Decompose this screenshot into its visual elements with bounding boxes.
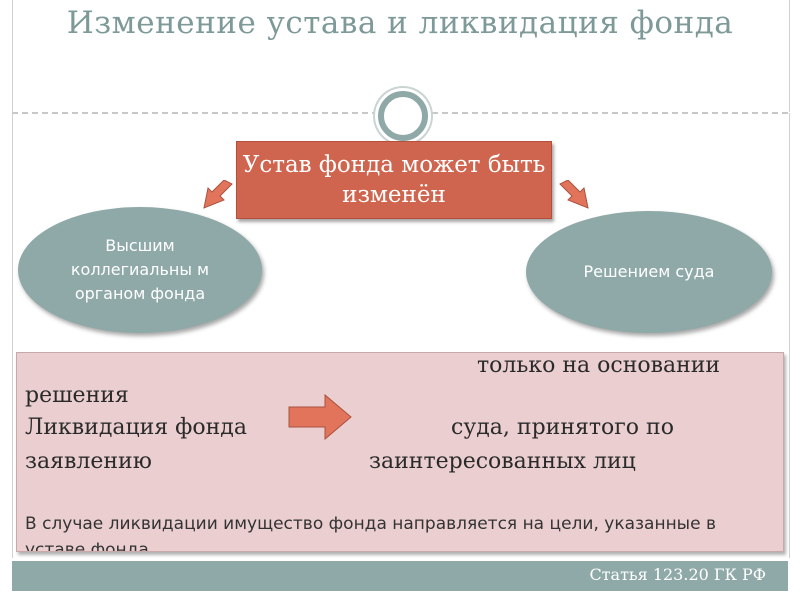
charter-box: Устав фонда может быть изменён [236,141,552,219]
arrow-right-icon [288,393,352,441]
liquidation-line2: решения [25,383,129,408]
supreme-body-text: Высшим коллегиальны м органом фонда [70,236,210,303]
liquidation-line4-right: заинтересованных лиц [369,449,636,474]
court-decision-text: Решением суда [583,262,715,281]
arrow-down-right-icon [559,180,589,209]
slide-title: Изменение устава и ликвидация фонда [66,5,734,41]
footer-bar: Статья 123.20 ГК РФ [12,559,788,591]
footer-text: Статья 123.20 ГК РФ [589,565,766,584]
content-frame [12,113,790,558]
liquidation-line1: только на основании [477,353,721,378]
liquidation-note: В случае ликвидации имущество фонда напр… [25,514,716,552]
circle-ring-icon [378,91,428,141]
liquidation-box: только на основании решения Ликвидация ф… [16,352,784,552]
supreme-body-ellipse: Высшим коллегиальны м органом фонда [18,207,262,333]
arrow-down-left-icon [203,180,233,209]
charter-box-text: Устав фонда может быть изменён [242,152,546,208]
liquidation-label: Ликвидация фонда [25,415,247,440]
court-decision-ellipse: Решением суда [526,211,772,333]
liquidation-line3: суда, принятого по [451,415,674,440]
liquidation-line4-left: заявлению [25,449,152,474]
